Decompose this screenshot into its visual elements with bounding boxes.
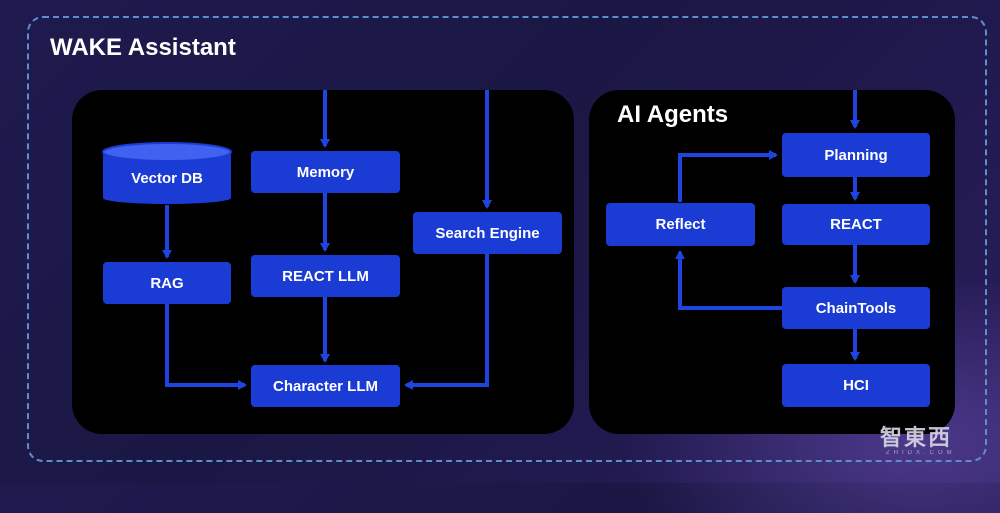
- rag-box: RAG: [103, 262, 231, 304]
- react-llm-box: REACT LLM: [251, 255, 400, 297]
- memory-box: Memory: [251, 151, 400, 193]
- watermark-subtext: ZHIDX.COM: [886, 450, 956, 456]
- react-box: REACT: [782, 204, 930, 245]
- chaintools-box: ChainTools: [782, 287, 930, 329]
- planning-box: Planning: [782, 133, 930, 177]
- wake-assistant-frame: [27, 16, 987, 462]
- character-llm-box: Character LLM: [251, 365, 400, 407]
- vector-db-label: Vector DB: [131, 169, 203, 187]
- hci-box: HCI: [782, 364, 930, 407]
- vector-db-cylinder: [102, 142, 232, 204]
- watermark-logo: 智東西 ZHIDX.COM: [866, 416, 986, 468]
- frame-title: WAKE Assistant: [50, 34, 236, 61]
- agents-title: AI Agents: [617, 101, 729, 128]
- arrow-rag-to-character: [165, 304, 247, 390]
- connector-layer: [102, 90, 860, 390]
- watermark-text: 智東西: [880, 425, 953, 450]
- arrow-search-to-character: [404, 254, 489, 390]
- search-engine-box: Search Engine: [413, 212, 562, 254]
- reflect-box: Reflect: [606, 203, 755, 246]
- arrow-chaintools-to-reflect: [675, 250, 782, 310]
- arrow-reflect-to-planning: [678, 150, 778, 202]
